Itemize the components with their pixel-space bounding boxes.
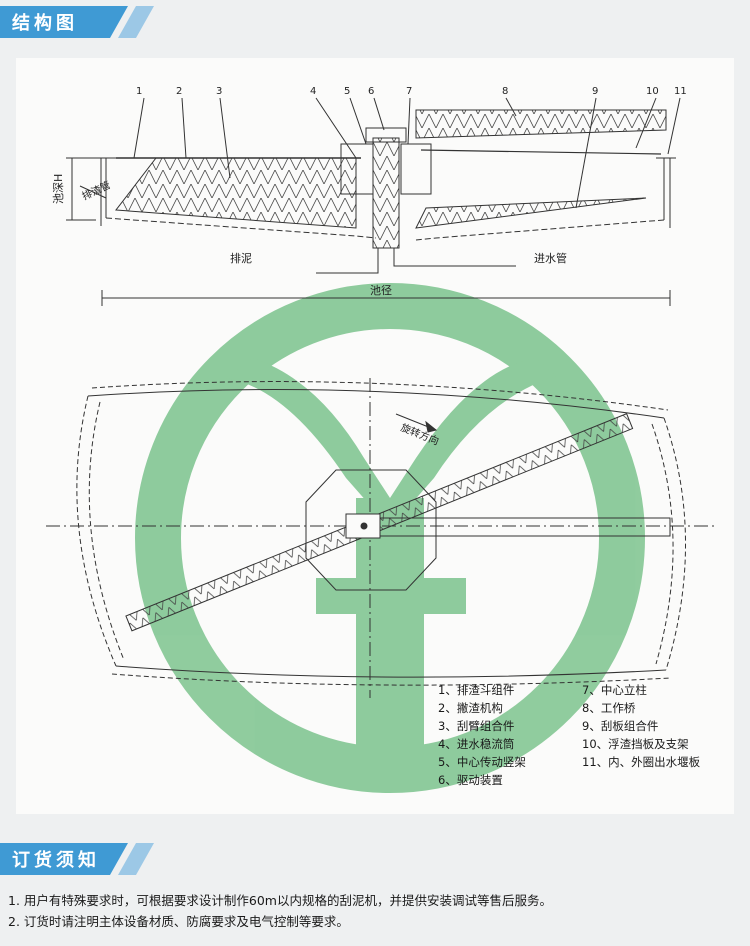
sludge-label: 排泥: [230, 251, 252, 265]
order-notes: 1. 用户有特殊要求时，可根据要求设计制作60m以内规格的刮泥机，并提供安装调试…: [8, 890, 742, 932]
order-notes-section-title: 订货须知: [12, 850, 100, 871]
structure-drawing: 1 2 3 4 5 6 7 8 9 10 11 池深H 排渣管 排泥 进水管 池…: [16, 58, 734, 814]
order-note: 1. 用户有特殊要求时，可根据要求设计制作60m以内规格的刮泥机，并提供安装调试…: [8, 893, 552, 908]
legend-item: 10、浮渣挡板及支架: [582, 737, 689, 751]
part-number: 9: [592, 86, 598, 97]
legend-item: 9、刮板组合件: [582, 719, 658, 733]
legend-item: 2、撇渣机构: [438, 701, 503, 715]
part-numbers: 1 2 3 4 5 6 7 8 9 10 11: [136, 86, 687, 97]
part-number: 4: [310, 86, 316, 97]
elevation-view: [66, 97, 681, 306]
part-number: 8: [502, 86, 508, 97]
depth-label: 池深H: [52, 174, 65, 204]
part-number: 1: [136, 86, 142, 97]
structure-section-title: 结构图: [12, 13, 78, 34]
part-number: 7: [406, 86, 412, 97]
legend-item: 11、内、外圈出水堰板: [582, 755, 701, 769]
part-number: 10: [646, 86, 659, 97]
order-notes-section-header: 订货须知: [0, 843, 128, 875]
structure-section-header: 结构图: [0, 6, 128, 38]
scum-pipe-label: 排渣管: [80, 178, 113, 202]
part-number: 3: [216, 86, 222, 97]
part-number: 6: [368, 86, 374, 97]
order-note: 2. 订货时请注明主体设备材质、防腐要求及电气控制等要求。: [8, 914, 349, 929]
legend-item: 5、中心传动竖架: [438, 755, 526, 769]
part-number: 2: [176, 86, 182, 97]
legend-item: 7、中心立柱: [582, 683, 647, 697]
watermark-logo: [135, 283, 645, 793]
legend-item: 6、驱动装置: [438, 773, 503, 787]
legend-item: 1、排渣斗组件: [438, 683, 514, 697]
part-number: 11: [674, 86, 687, 97]
plan-view: [46, 378, 716, 698]
legend-item: 8、工作桥: [582, 701, 636, 715]
legend-item: 4、进水稳流筒: [438, 737, 514, 751]
parts-legend: 1、排渣斗组件 2、撇渣机构 3、刮臂组合件 4、进水稳流筒 5、中心传动竖架 …: [438, 683, 701, 787]
legend-item: 3、刮臂组合件: [438, 719, 514, 733]
diameter-label: 池径: [370, 284, 392, 297]
inlet-label: 进水管: [534, 251, 567, 265]
part-number: 5: [344, 86, 350, 97]
